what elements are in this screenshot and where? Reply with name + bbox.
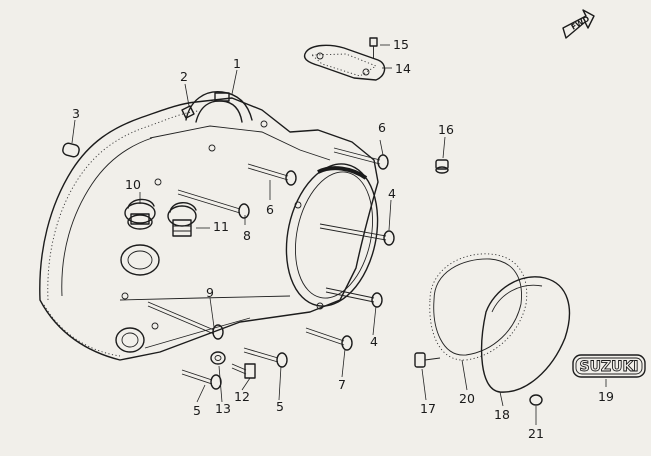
callout-10: 10 xyxy=(125,177,141,192)
callout-12: 12 xyxy=(234,389,250,404)
callout-14: 14 xyxy=(395,61,411,76)
callout-4-upper: 4 xyxy=(388,186,396,201)
forward-arrow-icon: FWD xyxy=(562,9,595,39)
callout-6-middle: 6 xyxy=(266,202,274,217)
screw-part-17 xyxy=(414,352,441,368)
callout-13: 13 xyxy=(215,401,231,416)
inspection-plate-part-14 xyxy=(303,44,386,81)
callout-3: 3 xyxy=(72,106,80,121)
brand-label: SUZUKI xyxy=(579,359,638,375)
callout-9: 9 xyxy=(206,285,214,300)
fwd-label: FWD xyxy=(570,14,591,32)
callout-5-right: 5 xyxy=(276,399,284,414)
bolts xyxy=(147,147,395,390)
screw-part-21 xyxy=(529,394,543,406)
round-cover-part-18 xyxy=(481,276,571,393)
callout-15: 15 xyxy=(393,37,409,52)
callout-7: 7 xyxy=(338,377,346,392)
screw-part-15 xyxy=(369,37,378,58)
callout-4-lower: 4 xyxy=(370,334,378,349)
callout-5-left: 5 xyxy=(193,403,201,418)
callout-17: 17 xyxy=(420,401,436,416)
callout-2: 2 xyxy=(180,69,188,84)
callout-16: 16 xyxy=(438,122,454,137)
callout-20: 20 xyxy=(459,391,475,406)
callout-21: 21 xyxy=(528,426,544,441)
crankcase-cover xyxy=(39,97,379,361)
suzuki-emblem-part-19: SUZUKI xyxy=(572,354,646,378)
callout-8: 8 xyxy=(243,228,251,243)
dowel-pin-part-3 xyxy=(62,142,80,158)
oil-plugs-parts-10-11 xyxy=(124,198,197,237)
callout-18: 18 xyxy=(494,407,510,422)
callout-1: 1 xyxy=(233,56,241,71)
clip-part-2 xyxy=(181,105,195,119)
callout-6-upper: 6 xyxy=(378,120,386,135)
plug-part-16 xyxy=(435,159,449,174)
leader-lines xyxy=(71,44,607,425)
cable-guide-part-1 xyxy=(185,91,253,123)
callout-11: 11 xyxy=(213,219,229,234)
callout-19: 19 xyxy=(598,389,614,404)
gasket-part-20 xyxy=(429,253,528,361)
